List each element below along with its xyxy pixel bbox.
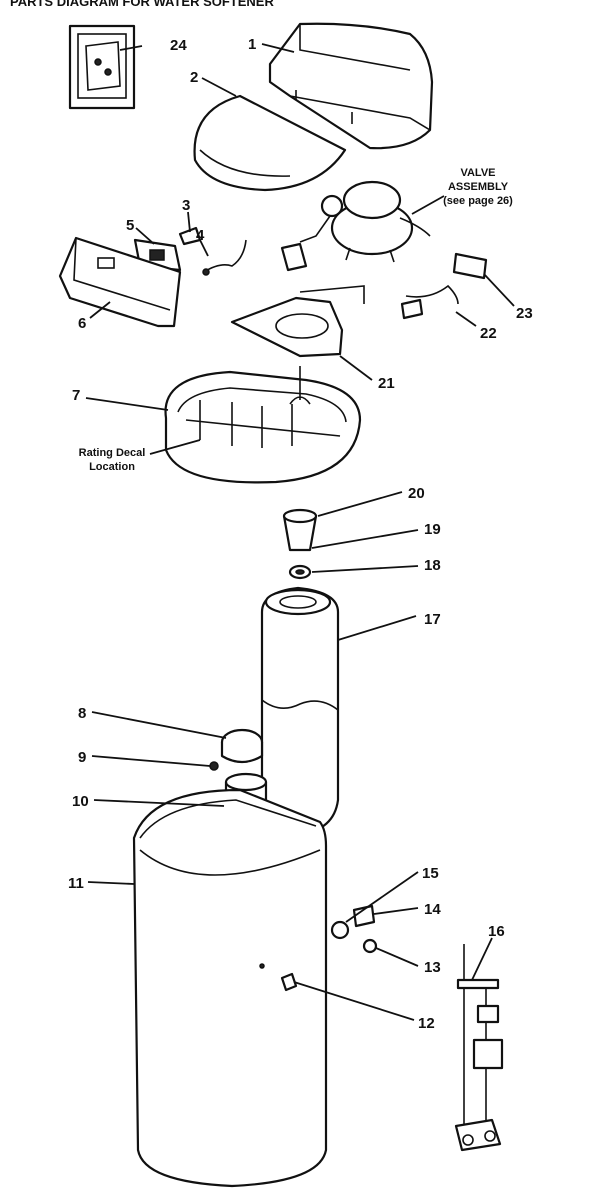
- clip-part-9: [209, 761, 219, 771]
- resin-tank-part-17: [260, 586, 340, 836]
- rating-note-line-2: Location: [89, 461, 135, 473]
- o-ring-part-18: [288, 564, 312, 580]
- screw-part-12: [280, 972, 298, 992]
- callout-17: 17: [424, 611, 441, 628]
- callout-4: 4: [196, 227, 205, 244]
- callout-18: 18: [424, 557, 441, 574]
- bracket-part-22: [400, 284, 459, 320]
- callout-15: 15: [422, 865, 439, 882]
- wire-part-4: [202, 239, 247, 276]
- header-text: PARTS DIAGRAM FOR WATER SOFTENER: [10, 0, 274, 9]
- callout-13: 13: [424, 959, 441, 976]
- callout-8: 8: [78, 705, 86, 722]
- valve-assembly-note: VALVE ASSEMBLY (see page 26): [443, 167, 513, 207]
- callout-7: 7: [72, 387, 80, 404]
- callout-14: 14: [424, 901, 441, 918]
- callout-2: 2: [190, 69, 198, 86]
- leader-lines: [85, 43, 515, 1021]
- salt-tank-part-11: [132, 788, 328, 1188]
- valve-note-line-2: ASSEMBLY: [448, 181, 509, 193]
- callout-23: 23: [516, 305, 533, 322]
- connector-part-23: [452, 252, 488, 280]
- fitting-part-15: [330, 920, 350, 940]
- nut-part-13: [362, 938, 378, 954]
- callout-24: 24: [170, 37, 187, 54]
- control-panel-part-6: [58, 236, 182, 328]
- callout-10: 10: [72, 793, 89, 810]
- callout-16: 16: [488, 923, 505, 940]
- valve-assembly: [280, 180, 431, 272]
- callout-19: 19: [424, 521, 441, 538]
- callout-5: 5: [126, 217, 134, 234]
- transformer-part-24: [68, 24, 136, 110]
- callout-labels: 1 2 3 4 5 6 7 8 9 10 11 12 13 14 15 16 1…: [68, 36, 533, 1032]
- callout-1: 1: [248, 36, 256, 53]
- rating-note-line-1: Rating Decal: [79, 447, 146, 459]
- riser-cap-part-20: [282, 508, 318, 552]
- brine-well-cap-part-8: [220, 728, 264, 764]
- top-cover-part-1: [268, 22, 434, 150]
- callout-20: 20: [408, 485, 425, 502]
- callout-21: 21: [378, 375, 395, 392]
- lid-part-2: [193, 94, 347, 192]
- callout-12: 12: [418, 1015, 435, 1032]
- base-part-7: [164, 366, 362, 484]
- callout-6: 6: [78, 315, 86, 332]
- float-assembly-part-16: [454, 944, 504, 1152]
- callout-11: 11: [68, 875, 84, 892]
- callout-3: 3: [182, 197, 190, 214]
- callout-22: 22: [480, 325, 497, 342]
- valve-note-line-1: VALVE: [460, 167, 495, 179]
- callout-9: 9: [78, 749, 86, 766]
- valve-note-line-3: (see page 26): [443, 195, 513, 207]
- rating-decal-note: Rating Decal Location: [79, 447, 146, 473]
- gasket-plate-part-21: [230, 285, 365, 358]
